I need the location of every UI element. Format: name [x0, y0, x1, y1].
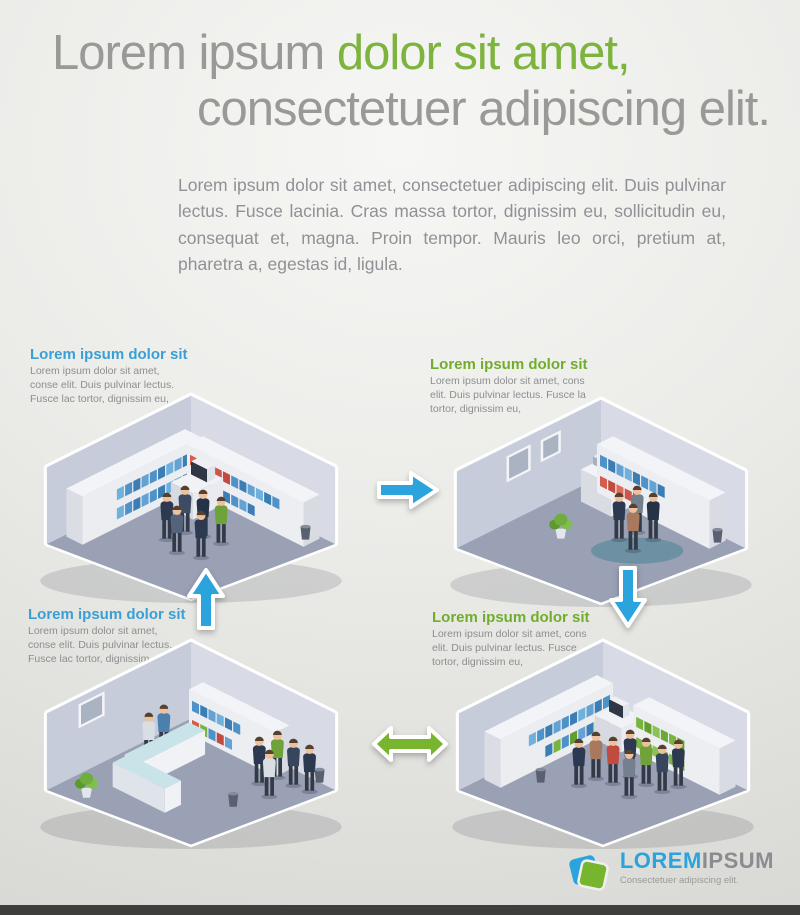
brand-logo: LOREMIPSUM Consectetuer adipiscing elit. [565, 850, 774, 894]
main-title-line2: consectetuer adipiscing elit. [197, 81, 771, 136]
logo-wordmark: LOREMIPSUM Consectetuer adipiscing elit. [619, 848, 774, 887]
office-scene-3-illustration [40, 638, 342, 849]
section-1-heading: Lorem ipsum dolor sit [30, 346, 188, 363]
section-3-body: Lorem ipsum dolor sit amet, conse elit. … [28, 625, 173, 665]
title-gray-part: Lorem ipsum [52, 26, 337, 80]
logo-word-lorem: LOREM [619, 848, 702, 873]
section-2-body: Lorem ipsum dolor sit amet, cons elit. D… [430, 375, 586, 415]
arrow-up-icon [187, 568, 225, 630]
section-3-heading: Lorem ipsum dolor sit [28, 606, 186, 623]
section-4-heading: Lorem ipsum dolor sit [432, 609, 590, 626]
office-scene-4-illustration [452, 638, 754, 849]
section-2-heading: Lorem ipsum dolor sit [430, 356, 588, 373]
logo-tagline: Consectetuer adipiscing elit. [619, 875, 739, 886]
title-green-part: dolor sit amet, [336, 26, 631, 80]
intro-paragraph: Lorem ipsum dolor sit amet, consectetuer… [178, 175, 726, 274]
logo-word-ipsum: IPSUM [701, 848, 774, 873]
section-4-body: Lorem ipsum dolor sit amet, cons elit. D… [432, 628, 587, 668]
arrow-left-right-icon [372, 726, 448, 762]
logo-icon [569, 855, 609, 891]
office-scene-1-illustration [40, 392, 342, 603]
footer-bar [0, 905, 800, 915]
section-1-body: Lorem ipsum dolor sit amet, conse elit. … [30, 365, 175, 405]
main-title-line1: Lorem ipsum dolor sit amet, [0, 26, 800, 82]
title-block: Lorem ipsum dolor sit amet, consectetuer… [0, 26, 800, 138]
office-scene-2-illustration [450, 396, 752, 607]
arrow-down-icon [609, 566, 647, 628]
arrow-right-icon [377, 471, 439, 509]
